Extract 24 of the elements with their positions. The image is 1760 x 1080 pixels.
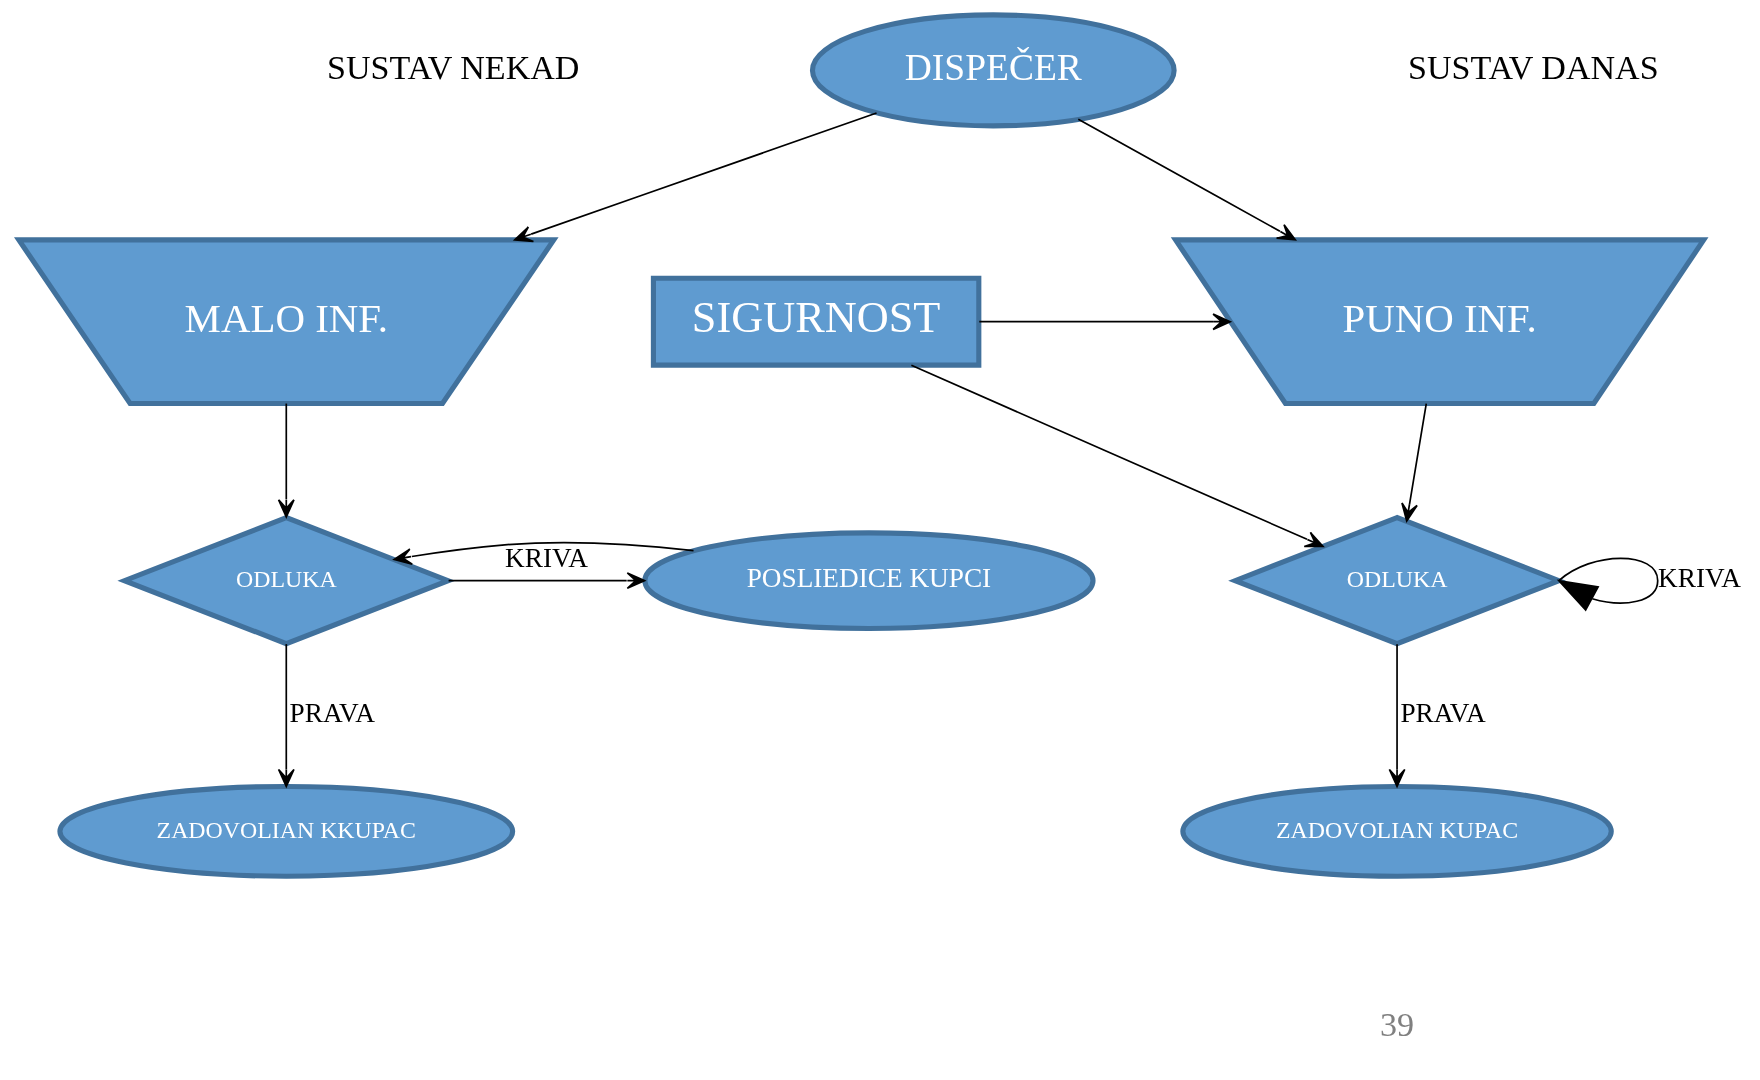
node-diamond: ODLUKA xyxy=(1228,514,1566,647)
edge-label: KRIVA xyxy=(1658,563,1741,594)
arrow xyxy=(447,572,646,590)
arrow xyxy=(1556,557,1659,612)
arrow xyxy=(1401,402,1428,522)
edge-label: KRIVA xyxy=(505,542,588,573)
label: 39 xyxy=(1380,1006,1415,1044)
edge-label: PRAVA xyxy=(289,697,375,728)
node-box: SIGURNOST xyxy=(650,275,982,368)
arrow xyxy=(513,112,878,243)
arrow xyxy=(1388,643,1406,788)
arrow xyxy=(277,643,295,788)
arrow xyxy=(277,402,295,518)
label: SUSTAV NEKAD xyxy=(327,48,580,86)
node-ellipse: ZADOVOLIAN KUPAC xyxy=(1180,783,1614,879)
arrow xyxy=(910,364,1324,548)
arrow xyxy=(978,313,1231,331)
node-ellipse: ZADOVOLIAN KKUPAC xyxy=(57,783,516,879)
edge-label: PRAVA xyxy=(1400,697,1486,728)
node-ellipse: DISPEČER xyxy=(809,12,1177,129)
node-ellipse: POSLIEDICE KUPCI xyxy=(642,530,1096,632)
arrow xyxy=(393,541,695,566)
label: SUSTAV DANAS xyxy=(1408,48,1659,86)
arrow xyxy=(1077,118,1297,241)
